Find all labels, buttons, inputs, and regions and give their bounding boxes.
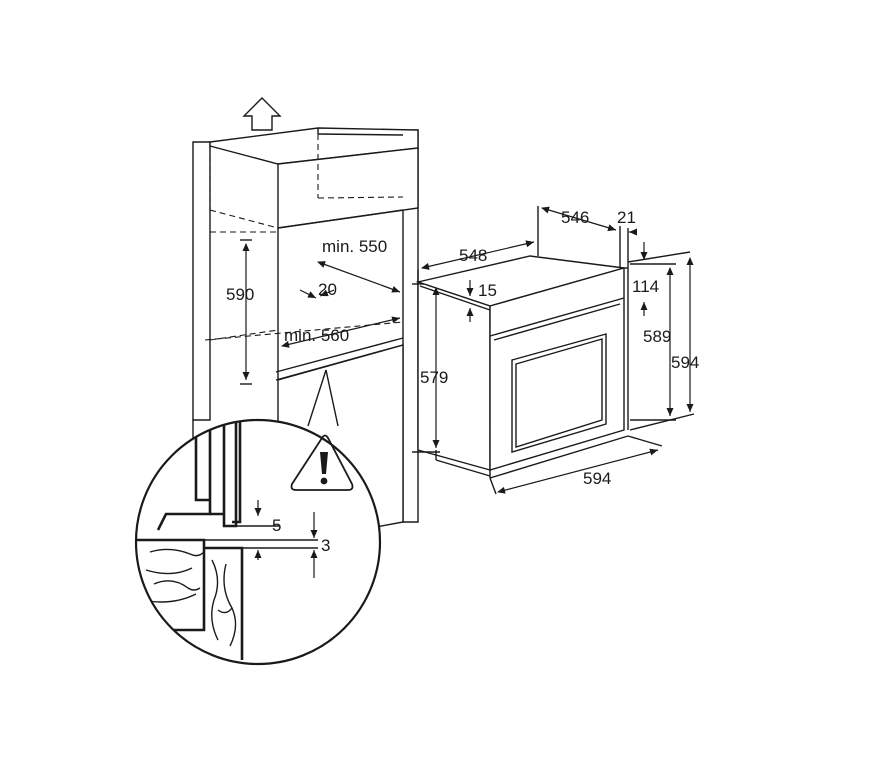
label-oven-depth-body: 546 xyxy=(561,208,589,227)
label-front-height: 594 xyxy=(671,353,699,372)
label-cabinet-width: min. 560 xyxy=(284,326,349,345)
oven-dimensions xyxy=(412,206,695,495)
label-top-offset: 114 xyxy=(632,277,659,296)
dimension-labels: 590 min. 550 20 min. 560 548 546 21 114 … xyxy=(226,208,699,555)
oven xyxy=(415,255,629,479)
label-oven-depth-total: 548 xyxy=(459,246,487,265)
label-front-depth: 21 xyxy=(617,208,636,227)
up-arrow-icon xyxy=(242,97,282,131)
label-front-width: 594 xyxy=(583,469,611,488)
label-cabinet-depth: min. 550 xyxy=(322,237,387,256)
label-cabinet-gap: 20 xyxy=(318,280,337,299)
label-inner-height: 589 xyxy=(643,327,671,346)
label-detail-gap: 5 xyxy=(272,516,281,535)
label-detail-step: 3 xyxy=(321,536,330,555)
warning-icon xyxy=(290,434,354,491)
detail-view xyxy=(134,418,382,666)
label-cabinet-height: 590 xyxy=(226,285,254,304)
label-top-gap: 15 xyxy=(478,281,497,300)
cabinet-dimensions xyxy=(240,239,401,427)
label-body-height: 579 xyxy=(420,368,448,387)
